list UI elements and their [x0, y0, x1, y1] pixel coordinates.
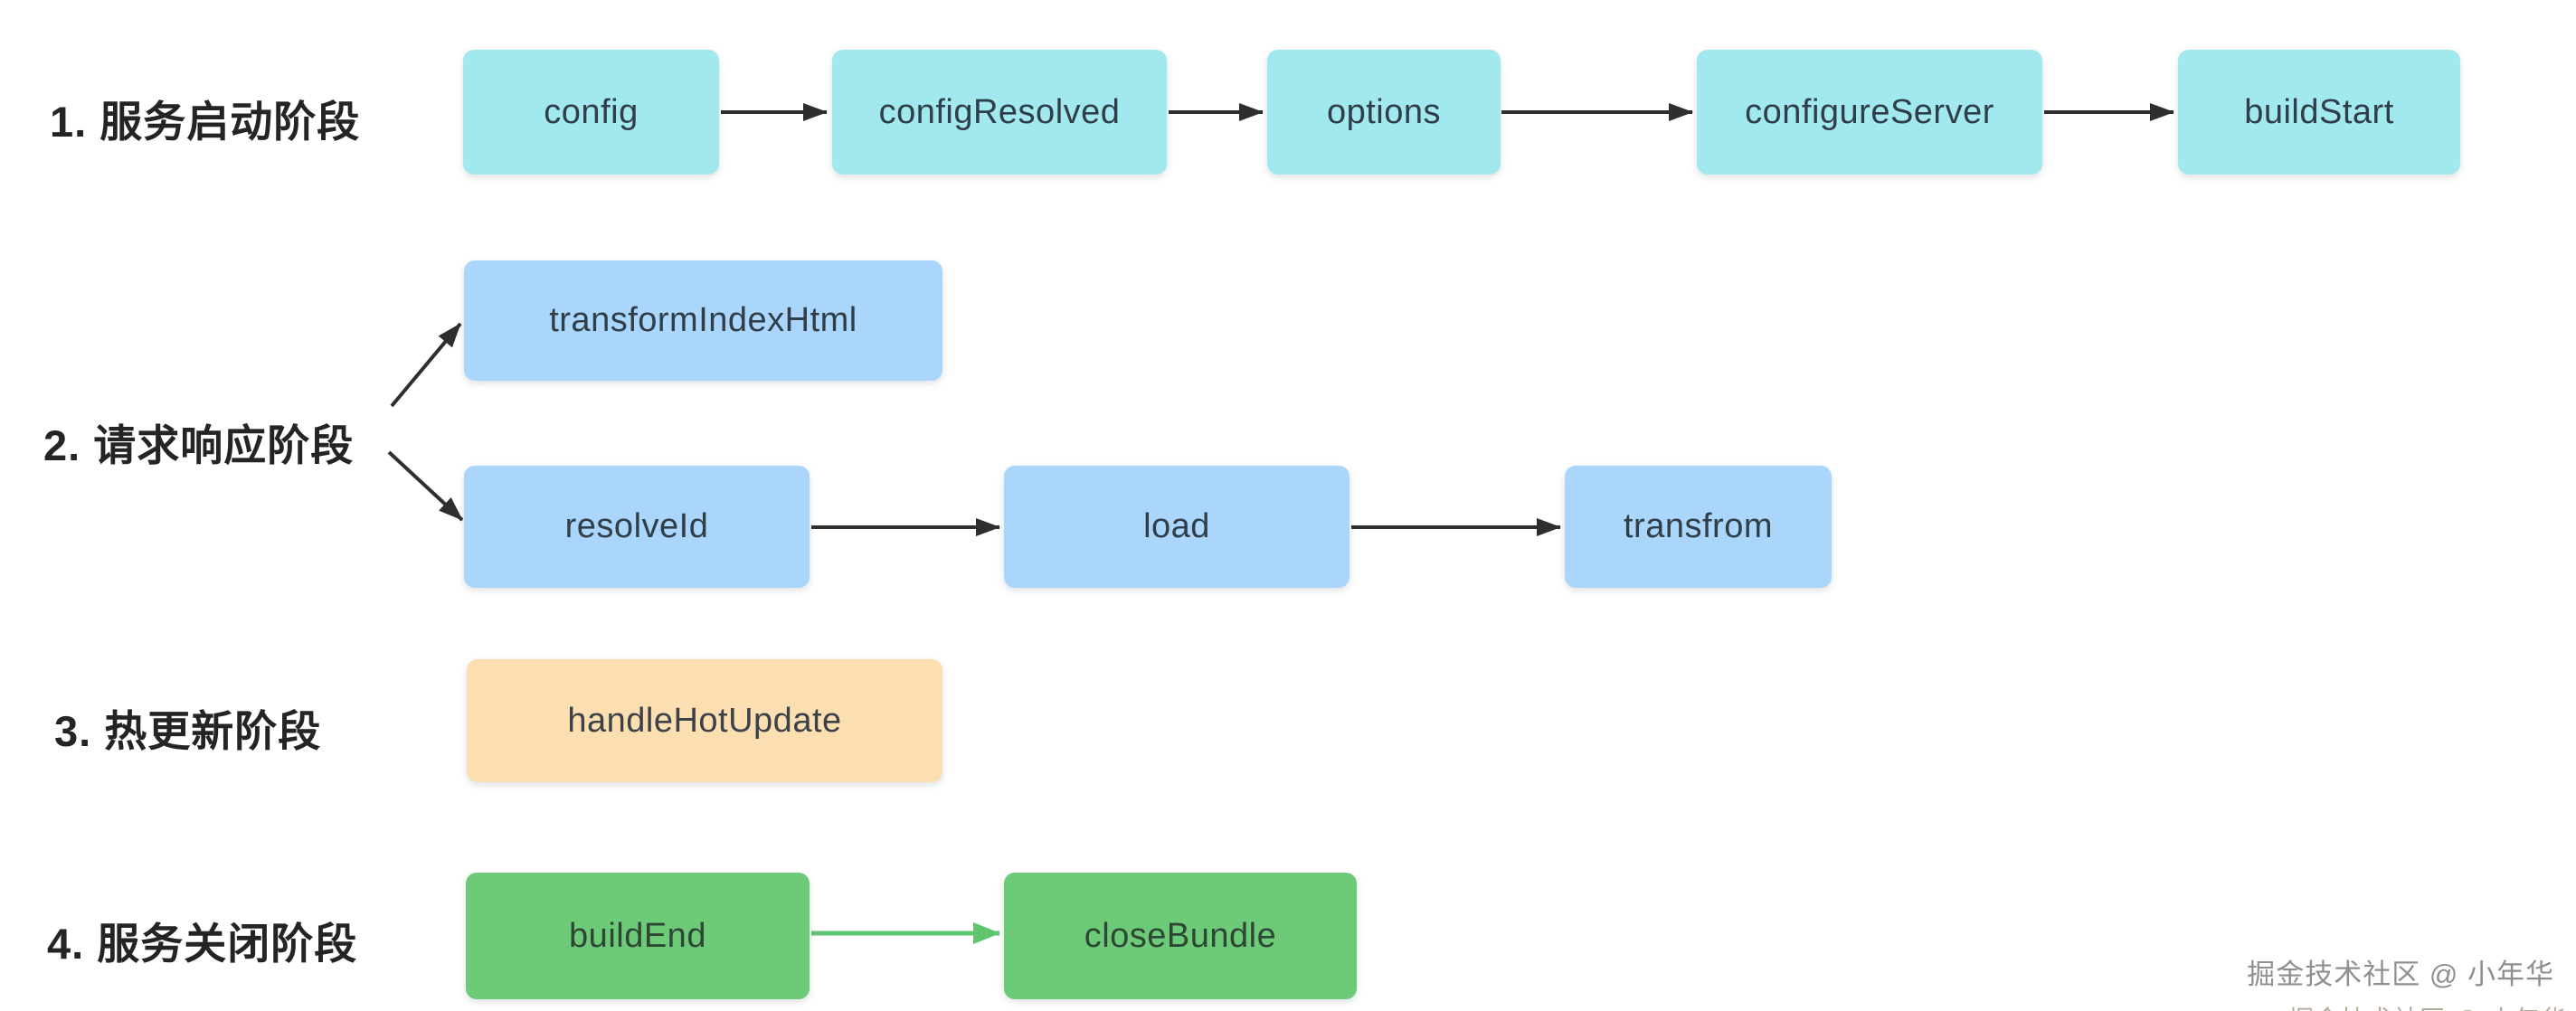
phase-4-label: 4. 服务关闭阶段 [47, 920, 358, 968]
watermark-text-clipped: 掘金技术社区 @ 小年华 [2288, 1000, 2567, 1011]
node-handlehotupdate: handleHotUpdate [467, 659, 942, 782]
phase-1-label: 1. 服务启动阶段 [50, 98, 361, 146]
arrow-phase2-to-resolveid [387, 450, 464, 522]
watermark-text: 掘金技术社区 @ 小年华 [2247, 959, 2554, 990]
node-configresolved: configResolved [832, 50, 1167, 175]
node-load: load [1004, 466, 1350, 588]
node-buildstart: buildStart [2178, 50, 2460, 175]
node-transformindexhtml: transformIndexHtml [464, 260, 942, 381]
node-buildend: buildEnd [466, 873, 810, 999]
node-transfrom: transfrom [1565, 466, 1832, 588]
node-closebundle: closeBundle [1004, 873, 1357, 999]
arrow-phase2-to-transformindexhtml [390, 322, 462, 408]
node-resolveid: resolveId [464, 466, 810, 588]
node-config: config [463, 50, 719, 175]
phase-2-label: 2. 请求响应阶段 [43, 421, 355, 469]
phase-3-label: 3. 热更新阶段 [54, 707, 322, 755]
node-configureserver: configureServer [1697, 50, 2042, 175]
node-options: options [1267, 50, 1501, 175]
